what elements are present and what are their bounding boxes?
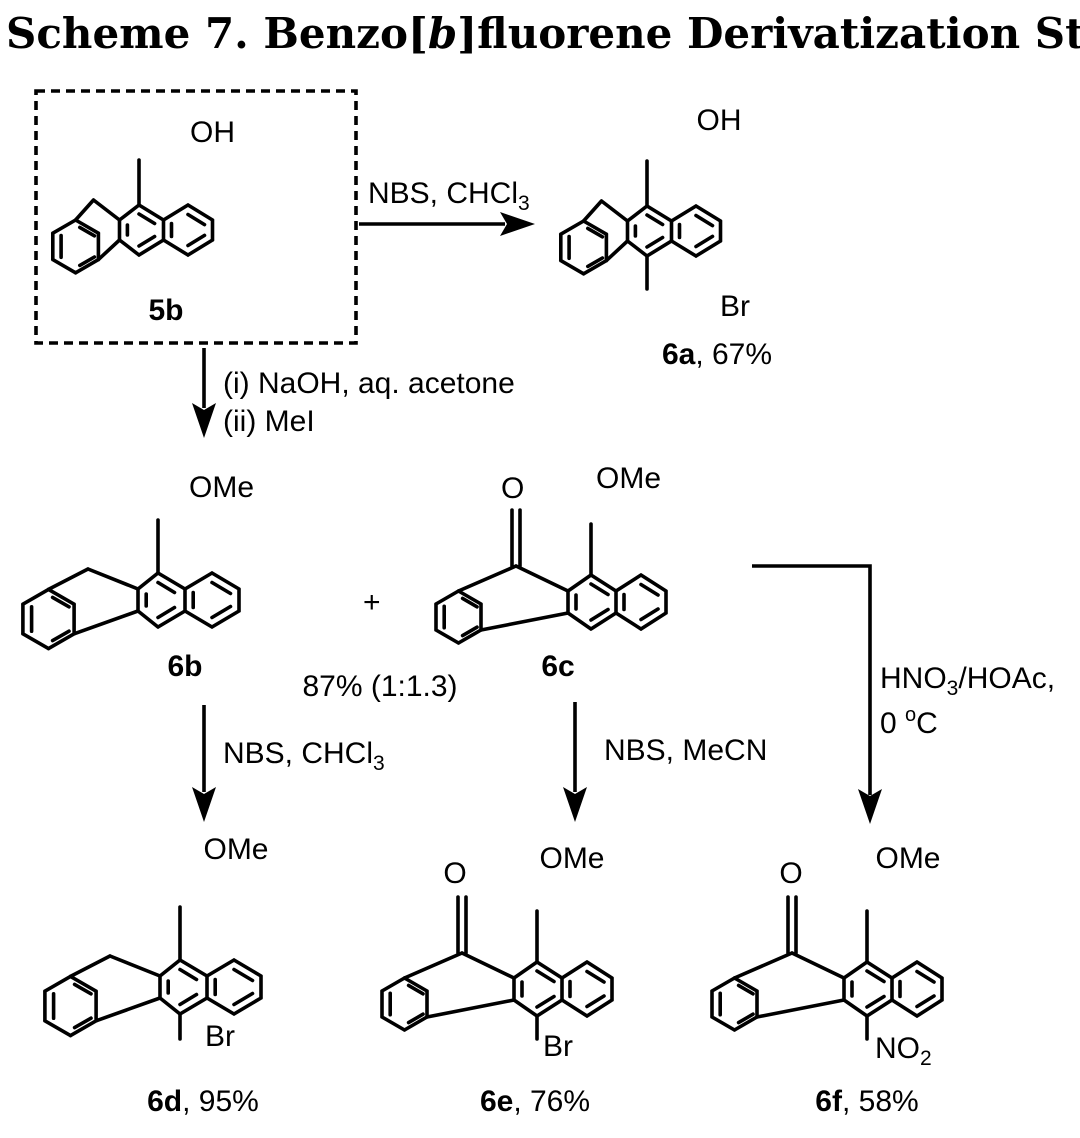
6c-carbonyl-o: O <box>501 472 524 505</box>
structure-6a <box>559 159 723 291</box>
arrow-6c-to-6e <box>563 702 587 822</box>
structure-6e <box>380 895 614 1041</box>
arrow-5b-to-6b6c <box>192 348 216 438</box>
structure-6d <box>43 905 263 1041</box>
label-6f: 6f, 58% <box>815 1085 918 1118</box>
label-6a: 6a, 67% <box>662 338 772 371</box>
scheme-title: Scheme 7. Benzo[b]fluorene Derivatizatio… <box>6 9 1080 58</box>
label-6c: 6c <box>541 650 574 683</box>
arrow-6c-to-6f <box>752 564 882 824</box>
reagent-to-6f-line1: HNO3/HOAc, <box>880 662 1055 700</box>
plus-sign: + <box>363 586 381 619</box>
reagent-step2: (ii) MeI <box>223 405 315 438</box>
structure-6c: OMe O <box>434 462 668 645</box>
structure-5b: OH <box>51 116 235 275</box>
6f-ome-label: OMe <box>875 842 940 875</box>
label-6d: 6d, 95% <box>147 1085 259 1118</box>
label-6b: 6b <box>167 650 202 683</box>
6d-ome-label: OMe <box>203 833 268 866</box>
5b-oh-label: OH <box>190 116 235 149</box>
reagent-to-6f-line2: 0 oC <box>880 704 938 740</box>
reagent-step1: (i) NaOH, aq. acetone <box>223 367 515 400</box>
structure-6f <box>710 895 944 1041</box>
6c-ome-label: OMe <box>596 462 661 495</box>
6e-ome-label: OMe <box>539 842 604 875</box>
reagent-to-6d: NBS, CHCl3 <box>223 737 385 775</box>
label-5b: 5b <box>148 294 183 327</box>
title-suffix: ]fluorene Derivatization Studies <box>457 9 1080 58</box>
6e-br-label: Br <box>543 1030 573 1063</box>
6f-carbonyl-o: O <box>779 857 802 890</box>
title-italic-b: b <box>428 9 457 58</box>
arrow-5b-to-6a <box>359 212 535 236</box>
6a-br-label: Br <box>720 290 750 323</box>
6d-br-label: Br <box>205 1020 235 1053</box>
combined-yield-label: 87% (1:1.3) <box>302 670 457 703</box>
reagent-to-6e: NBS, MeCN <box>604 734 767 767</box>
label-6e: 6e, 76% <box>480 1085 590 1118</box>
title-prefix: Scheme 7. Benzo[ <box>6 9 428 58</box>
6a-oh-label: OH <box>697 104 742 137</box>
6b-ome-label: OMe <box>189 471 254 504</box>
structure-6b: OMe <box>21 471 254 651</box>
6f-no2-label: NO2 <box>875 1032 932 1070</box>
arrow-6b-to-6d <box>192 705 216 822</box>
reagent-to-6a: NBS, CHCl3 <box>368 177 530 215</box>
6e-carbonyl-o: O <box>443 857 466 890</box>
